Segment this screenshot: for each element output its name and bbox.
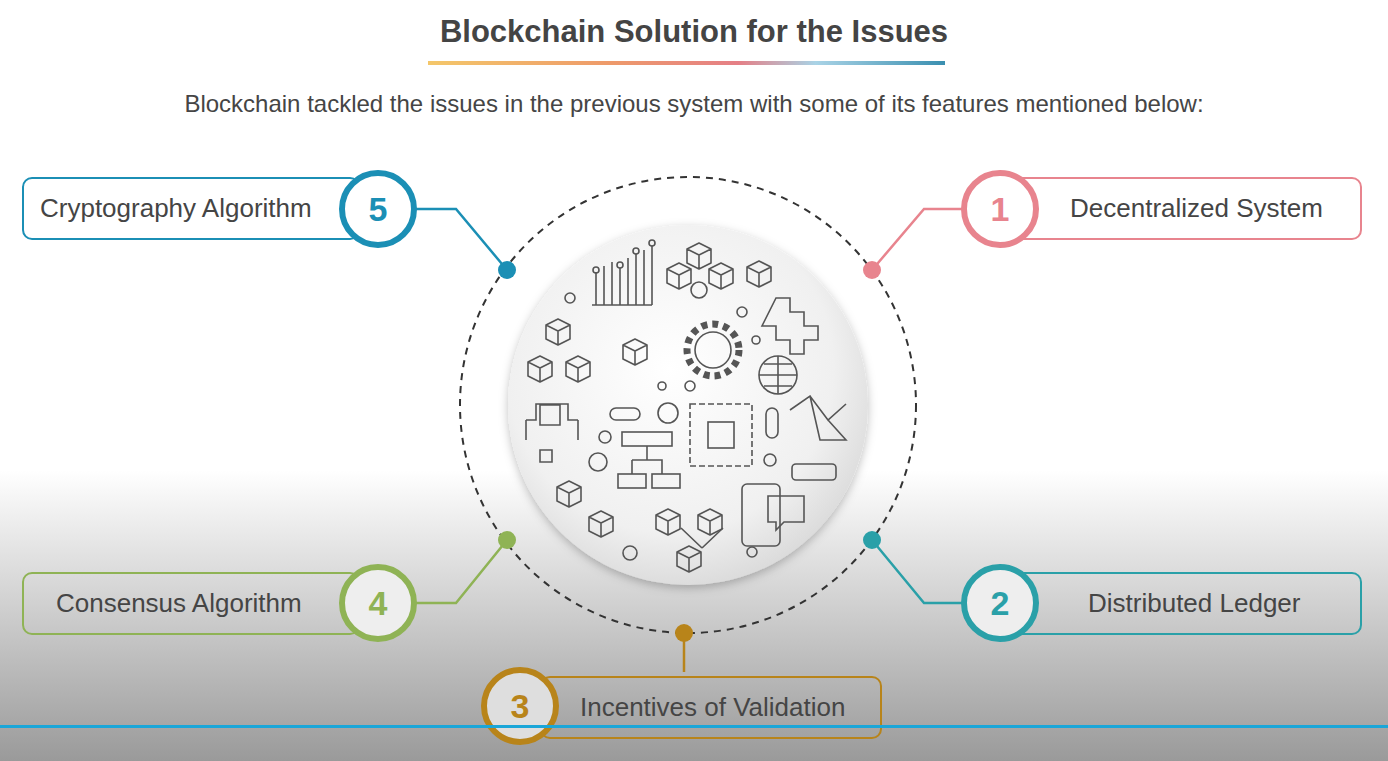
leader-line bbox=[416, 209, 507, 270]
dot-icon bbox=[649, 240, 655, 246]
illustration-disc bbox=[508, 225, 868, 585]
callout-circle: 5 bbox=[338, 169, 418, 249]
feature-label: Cryptography Algorithm bbox=[40, 193, 312, 224]
feature-box: Incentives of Validation bbox=[540, 676, 882, 739]
dot-icon bbox=[623, 546, 637, 560]
feature-label: Distributed Ledger bbox=[1088, 588, 1300, 619]
gear-icon bbox=[695, 332, 731, 368]
dot-icon bbox=[593, 267, 599, 273]
callout-number: 2 bbox=[991, 584, 1010, 623]
dot-icon bbox=[737, 307, 747, 317]
feature-box: Decentralized System bbox=[1000, 177, 1362, 240]
ring-dot bbox=[675, 624, 693, 642]
dot-icon bbox=[617, 262, 623, 268]
circle-outline bbox=[964, 173, 1036, 245]
dot-icon bbox=[565, 293, 575, 303]
dot-icon bbox=[764, 454, 776, 466]
leader-line bbox=[872, 209, 962, 270]
callout-circle: 4 bbox=[338, 563, 418, 643]
ring-dot bbox=[498, 531, 516, 549]
globe-icon bbox=[759, 356, 797, 394]
leader-lines bbox=[416, 209, 962, 672]
circle-outline bbox=[964, 567, 1036, 639]
callout-circle: 1 bbox=[960, 169, 1040, 249]
feature-box: Distributed Ledger bbox=[1000, 572, 1362, 635]
cube-icon bbox=[557, 481, 581, 507]
cube-icon bbox=[528, 356, 552, 382]
chain-square-icon bbox=[708, 422, 734, 448]
ring-dot bbox=[863, 261, 881, 279]
cube-icon bbox=[546, 319, 570, 345]
feature-label: Incentives of Validation bbox=[580, 692, 845, 723]
cube-icon bbox=[698, 509, 722, 535]
progress-bar bbox=[0, 725, 1388, 728]
block-steps-icon bbox=[762, 298, 818, 354]
globe-icon bbox=[759, 356, 797, 394]
cube-icon bbox=[656, 509, 680, 535]
feature-label: Consensus Algorithm bbox=[56, 588, 302, 619]
bar-chart-icon bbox=[592, 246, 652, 305]
dot-icon bbox=[658, 403, 678, 423]
cube-icon bbox=[667, 263, 691, 289]
chain-icon bbox=[792, 464, 836, 480]
circle-outline bbox=[484, 670, 556, 742]
hierarchy-icon bbox=[652, 474, 680, 488]
dot-icon bbox=[599, 431, 611, 443]
feature-box: Consensus Algorithm bbox=[22, 572, 360, 635]
ring-dot bbox=[863, 531, 881, 549]
hierarchy-icon bbox=[632, 446, 662, 474]
cube-icon bbox=[589, 511, 613, 537]
hierarchy-icon bbox=[622, 432, 672, 446]
dot-icon bbox=[685, 381, 695, 391]
subtitle-text: Blockchain tackled the issues in the pre… bbox=[0, 90, 1388, 118]
blockchain-icons bbox=[526, 240, 846, 572]
feature-box: Cryptography Algorithm bbox=[22, 177, 360, 240]
callout-number: 4 bbox=[369, 584, 388, 623]
cube-icon bbox=[687, 243, 711, 269]
user-icon bbox=[691, 282, 707, 298]
circle-outline bbox=[342, 173, 414, 245]
dot-icon bbox=[752, 336, 760, 344]
diagram-title: Blockchain Solution for the Issues bbox=[0, 14, 1388, 50]
leader-line bbox=[416, 540, 507, 603]
network-icon bbox=[526, 404, 578, 462]
node-graph-icon bbox=[790, 396, 846, 440]
callout-number: 1 bbox=[991, 190, 1010, 229]
chat-icon bbox=[768, 496, 804, 530]
dot-icon bbox=[747, 547, 757, 557]
link-icon bbox=[681, 528, 723, 548]
gear-icon bbox=[687, 324, 739, 376]
callout-circle: 3 bbox=[480, 666, 560, 746]
ring-dot bbox=[498, 261, 516, 279]
callout-number: 3 bbox=[511, 687, 530, 726]
cube-icon bbox=[566, 356, 590, 382]
callout-number: 5 bbox=[369, 190, 388, 229]
phone-icon bbox=[742, 484, 780, 546]
dot-icon bbox=[658, 382, 666, 390]
cube-icon bbox=[709, 263, 733, 289]
title-underline bbox=[428, 61, 945, 65]
chain-icon bbox=[610, 408, 640, 420]
dot-icon bbox=[633, 248, 639, 254]
dot-icon bbox=[589, 453, 607, 471]
cube-icon bbox=[747, 261, 771, 287]
feature-label: Decentralized System bbox=[1070, 193, 1323, 224]
chain-square-icon bbox=[690, 404, 752, 466]
hierarchy-icon bbox=[618, 474, 646, 488]
cube-icon bbox=[623, 339, 647, 365]
cube-icon bbox=[677, 546, 701, 572]
circle-outline bbox=[342, 567, 414, 639]
callout-circle: 2 bbox=[960, 563, 1040, 643]
dashed-ring bbox=[460, 177, 916, 633]
chain-icon bbox=[766, 408, 778, 438]
leader-line bbox=[872, 540, 962, 603]
